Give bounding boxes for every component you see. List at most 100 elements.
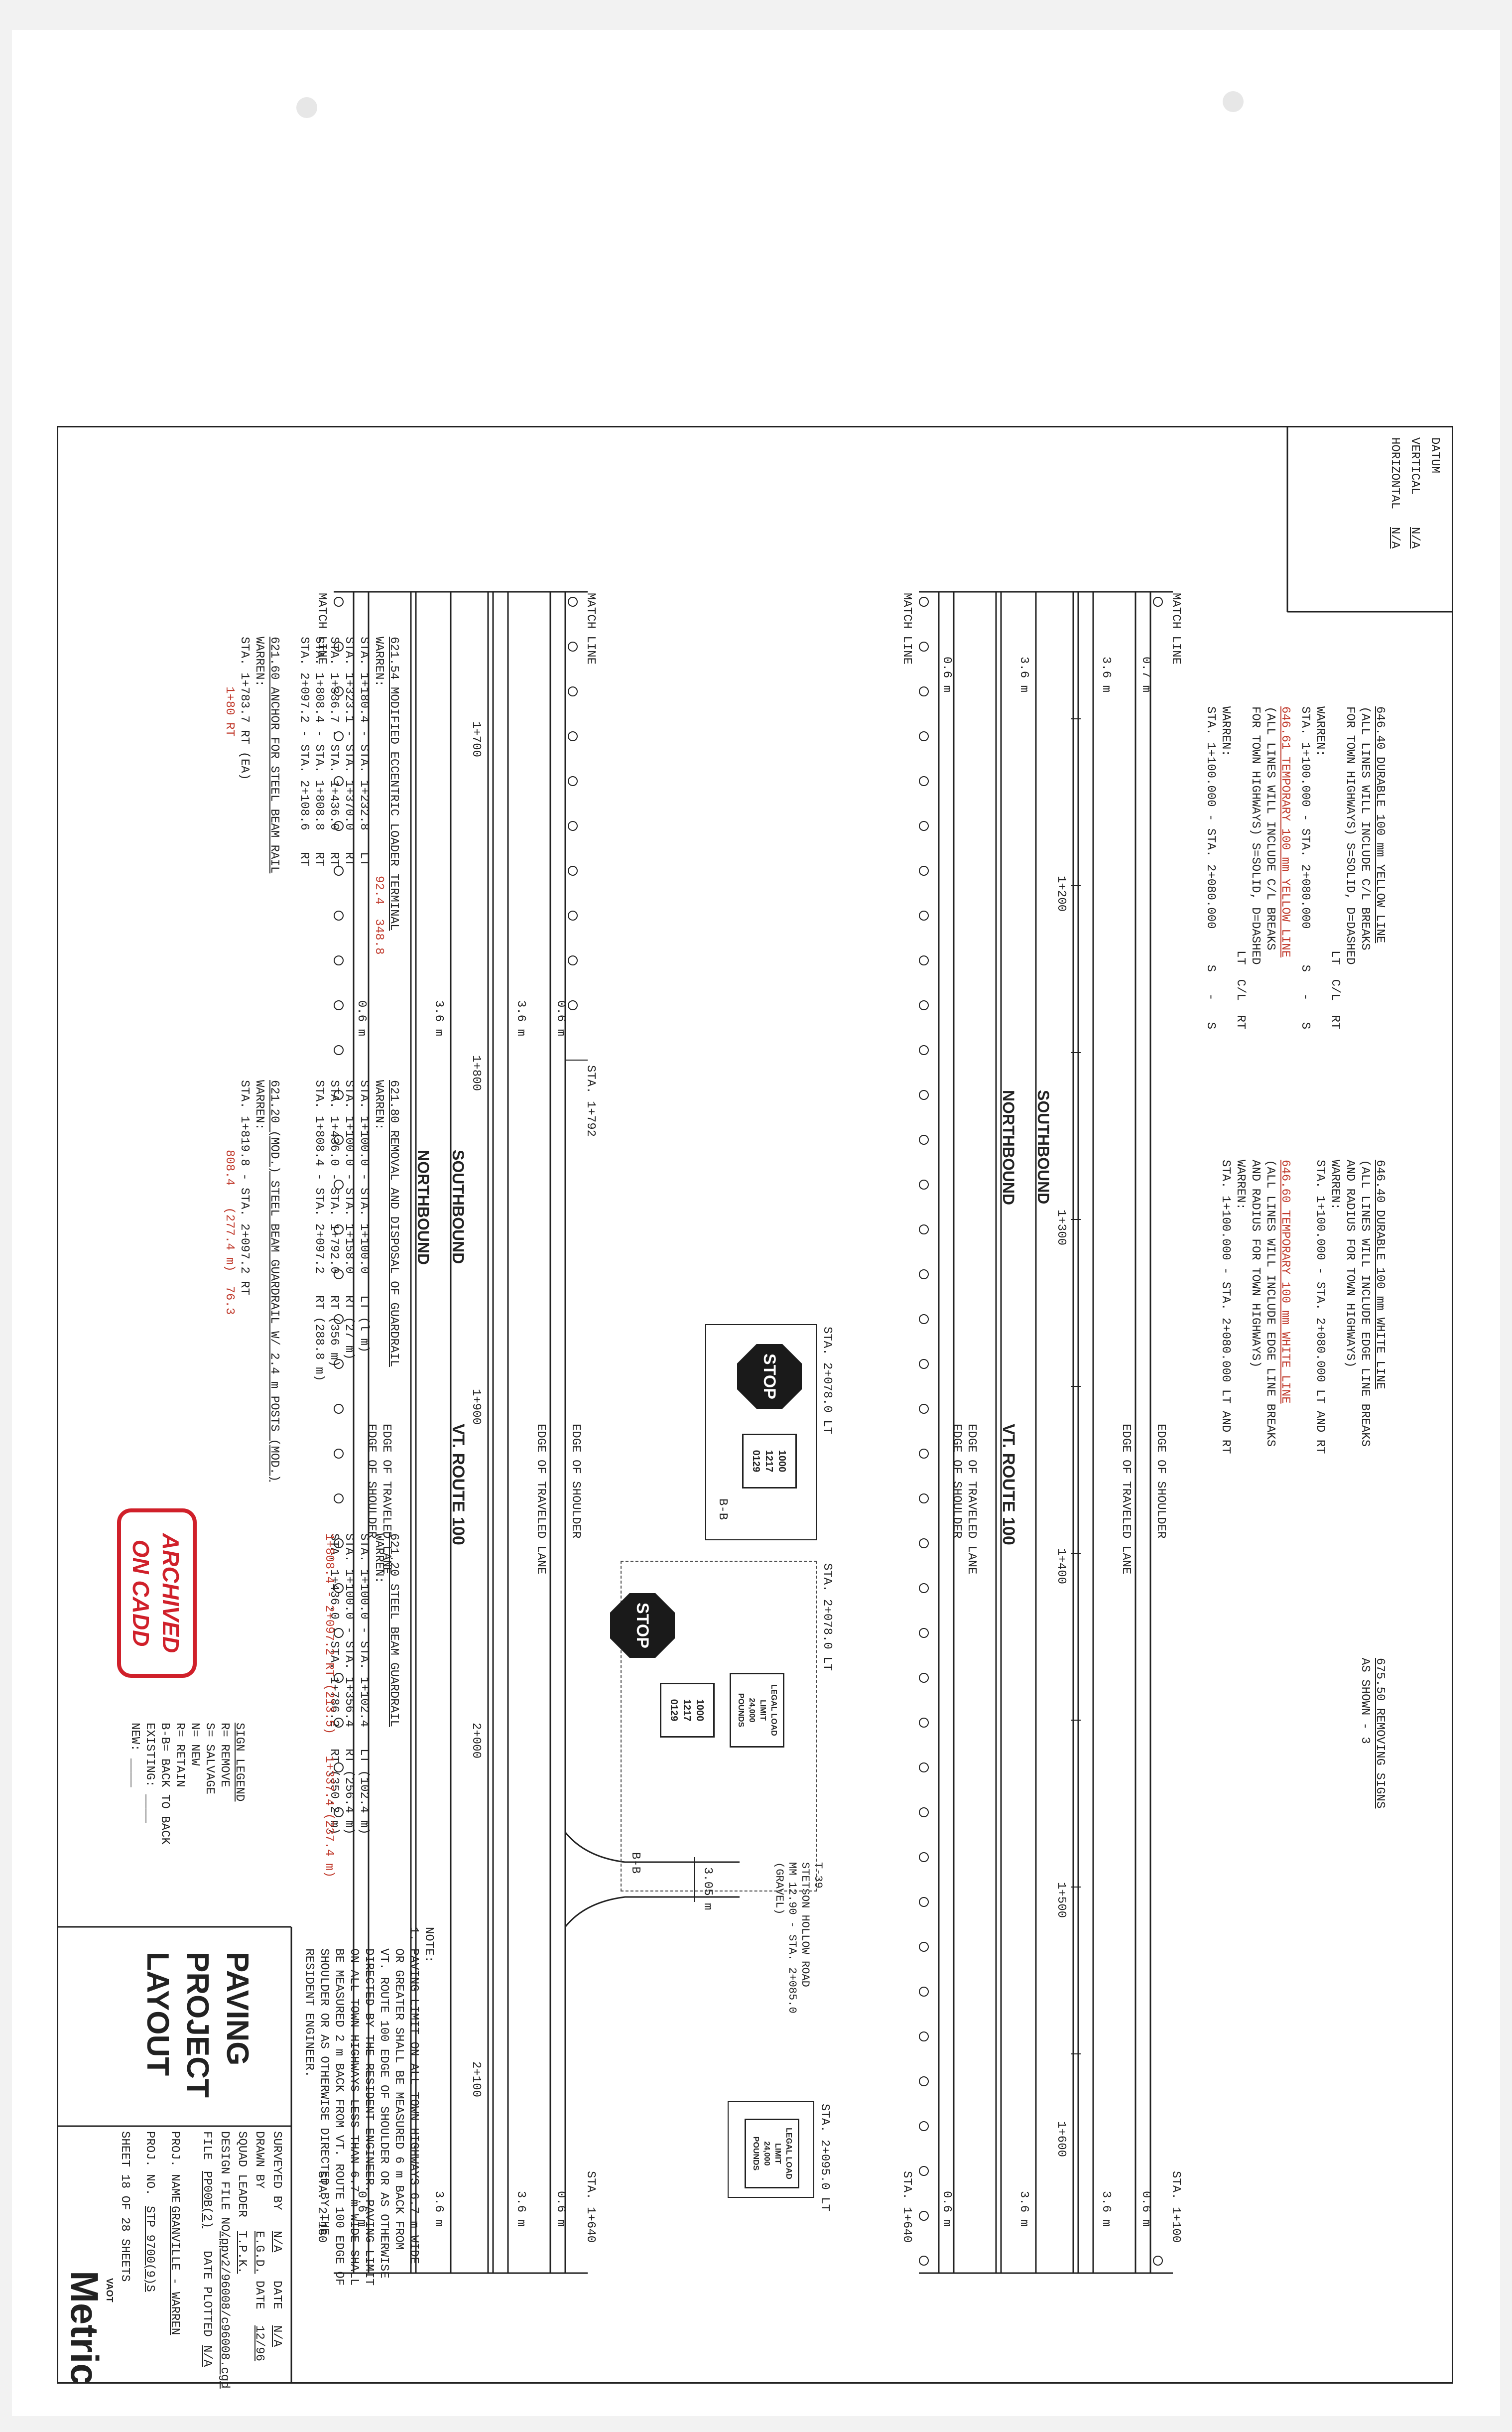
title-field-label: PROJ. NO.	[143, 2131, 156, 2196]
note-title: 646.40 DURABLE 100 mm YELLOW LINE	[1373, 706, 1386, 944]
dimension: 3.6 m	[1017, 657, 1030, 693]
note-markup: 92.4 348.8	[372, 876, 385, 955]
datum-value: N/A	[1408, 527, 1421, 549]
dimension: 3.6 m	[514, 2191, 527, 2227]
legal-load-sign: LEGAL LOAD LIMIT 24,000 POUNDS	[730, 1673, 784, 1748]
note-body: AS SHOWN - 3	[1358, 1658, 1372, 1744]
dimension: 3.6 m	[432, 2191, 445, 2227]
edge-label: EDGE OF TRAVELED LANE	[534, 1424, 547, 1575]
sign-code: B-B	[629, 1852, 642, 1874]
station-tick: 1+800	[469, 1055, 483, 1091]
title-field-value: STP 9700(9)S	[143, 2206, 156, 2292]
route-plate-sign: 1000 1217 0129	[660, 1683, 715, 1738]
note-body: WARREN: STA. 1+819.8 - STA. 2+097.2 RT	[238, 1080, 266, 1296]
station-tick: 1+600	[1054, 2121, 1068, 2158]
title-field-value: N/A	[270, 2231, 283, 2253]
stamp-line: ARCHIVED	[158, 1533, 184, 1653]
title-field-label: DRAWN BY	[252, 2131, 266, 2189]
title-field-label: SURVEYED BY	[270, 2131, 283, 2210]
note-body: WARREN: STA. 1+100.0 - STA. 1+100.0 LT (…	[312, 1080, 385, 1381]
edge-label: EDGE OF TRAVELED LANE	[1119, 1424, 1133, 1575]
station-tick: 1+500	[1054, 1882, 1068, 1918]
dimension: 3.6 m	[1099, 2191, 1113, 2227]
dimension: 0.6 m	[940, 2191, 953, 2227]
note-body: WARREN: STA. 1+100.000 - STA. 2+080.000 …	[1204, 706, 1232, 1030]
station-tick: 2+000	[469, 1723, 483, 1759]
southbound-label: SOUTHBOUND	[449, 1150, 467, 1264]
note-markup: 1+808.4 - 2+097.2 RT (213.5) 1+337.4 (23…	[322, 1533, 336, 1878]
dimension: 0.6 m	[940, 657, 953, 693]
edge-label: EDGE OF SHOULDER	[1154, 1424, 1167, 1539]
note-title: 621.80 REMOVAL AND DISPOSAL OF GUARDRAIL	[387, 1080, 400, 1367]
northbound-label: NORTHBOUND	[414, 1150, 432, 1265]
binder-hole	[1223, 91, 1244, 112]
station-label: STA. 1+640	[900, 2171, 913, 2243]
title-field-label: FILE	[200, 2131, 214, 2160]
match-line-label: MATCH LINE	[584, 593, 597, 665]
legend-title: SIGN LEGEND	[233, 1723, 246, 1802]
route-label: VT. ROUTE 100	[449, 1424, 468, 1545]
sign-station: STA. 2+078.0 LT	[820, 1563, 834, 1671]
note-body: 1. PAVING LIMIT ON ALL TOWN HIGHWAYS 6.7…	[302, 1927, 420, 2286]
datum-value: N/A	[1388, 527, 1401, 549]
station-tick: 1+400	[1054, 1548, 1068, 1585]
sheet-number: SHEET 18 OF 28 SHEETS	[118, 2131, 131, 2282]
title-field-value: GRANVILLE - WARREN	[168, 2206, 181, 2335]
station-label: STA. 1+792	[584, 1065, 597, 1137]
note-body: WARREN: STA. 1+783.7 RT (EA)	[238, 637, 266, 781]
dimension: 0.7 m	[1139, 657, 1152, 693]
top-plan-lines	[58, 427, 1452, 2382]
route-plate-sign: 1000 1217 0129	[742, 1434, 797, 1488]
dimension: 0.6 m	[554, 2191, 567, 2227]
note-title: 646.40 DURABLE 100 mm WHITE LINE	[1373, 1160, 1386, 1389]
title-field-value: N/A	[270, 2325, 283, 2347]
edge-label: EDGE OF SHOULDER	[365, 1424, 378, 1539]
note-columns: LT C/L RT	[1234, 950, 1247, 1030]
archived-stamp: ARCHIVED ON CADD	[117, 1508, 197, 1678]
dimension: 3.6 m	[514, 1000, 527, 1037]
datum-vertical: VERTICAL	[1408, 437, 1421, 495]
metric-logo: Metric	[63, 2271, 107, 2385]
title-field-value: E.G.D.	[252, 2231, 266, 2274]
note-body: (ALL LINES WILL INCLUDE C/L BREAKS FOR T…	[1249, 706, 1277, 965]
note-title: 646.60 TEMPORARY 100 mm WHITE LINE	[1278, 1160, 1292, 1404]
title-field-label: DATE	[252, 2281, 266, 2309]
northbound-label: NORTHBOUND	[1000, 1090, 1017, 1206]
match-line-label: MATCH LINE	[900, 593, 913, 665]
sign-station: STA. 2+078.0 LT	[820, 1327, 834, 1435]
note-body: WARREN: STA. 1+100.000 - STA. 2+080.000 …	[1298, 706, 1327, 1030]
stamp-line: ON CADD	[128, 1539, 154, 1647]
note-body: WARREN: STA. 1+180.4 - STA. 1+232.8 LT S…	[297, 637, 385, 866]
title-field-value: T.P.K.	[235, 2231, 249, 2274]
station-tick: 2+100	[469, 2061, 483, 2098]
layout-title: LAYOUT	[140, 1952, 175, 2076]
route-label: VT. ROUTE 100	[999, 1424, 1018, 1545]
station-tick: 1+300	[1054, 1210, 1068, 1246]
title-field-value: N/A	[200, 2345, 214, 2367]
vaot-badge: VAOT	[105, 2278, 115, 2302]
station-label: STA. 1+100	[1169, 2171, 1182, 2243]
note-markup: 1+80 RT	[223, 686, 236, 737]
southbound-label: SOUTHBOUND	[1034, 1090, 1052, 1205]
dimension: 3.6 m	[1017, 2191, 1030, 2227]
drawing-frame	[57, 426, 1453, 2384]
dimension: 3.6 m	[432, 1000, 445, 1037]
title-field-label: DATE	[270, 2281, 283, 2309]
layout-title: PROJECT	[180, 1952, 215, 2098]
note-title: 675.50 REMOVING SIGNS	[1373, 1658, 1386, 1809]
layout-title: PAVING	[220, 1952, 254, 2066]
title-field-label: DATE PLOTTED	[200, 2251, 214, 2337]
note-body: (ALL LINES WILL INCLUDE EDGE LINE BREAKS…	[1343, 1160, 1372, 1447]
station-label: STA. 1+640	[584, 2171, 597, 2243]
dimension: 3.6 m	[1099, 657, 1113, 693]
stop-sign-icon: STOP	[737, 1344, 802, 1409]
edge-label: EDGE OF SHOULDER	[950, 1424, 963, 1539]
edge-label: EDGE OF SHOULDER	[569, 1424, 582, 1539]
legend-body: R= REMOVE S= SALVAGE N= NEW R= RETAIN B-…	[128, 1723, 231, 1845]
legal-load-sign: LEGAL LOAD LIMIT 24,000 POUNDS	[745, 2119, 799, 2188]
note-title: 621.20 STEEL BEAM GUARDRAIL	[387, 1533, 400, 1727]
note-title: 646.61 TEMPORARY 100 mm YELLOW LINE	[1278, 706, 1292, 958]
datum-label: DATUM	[1428, 437, 1441, 474]
note-title: NOTE:	[422, 1927, 435, 1963]
title-field-label: SQUAD LEADER	[235, 2131, 249, 2217]
